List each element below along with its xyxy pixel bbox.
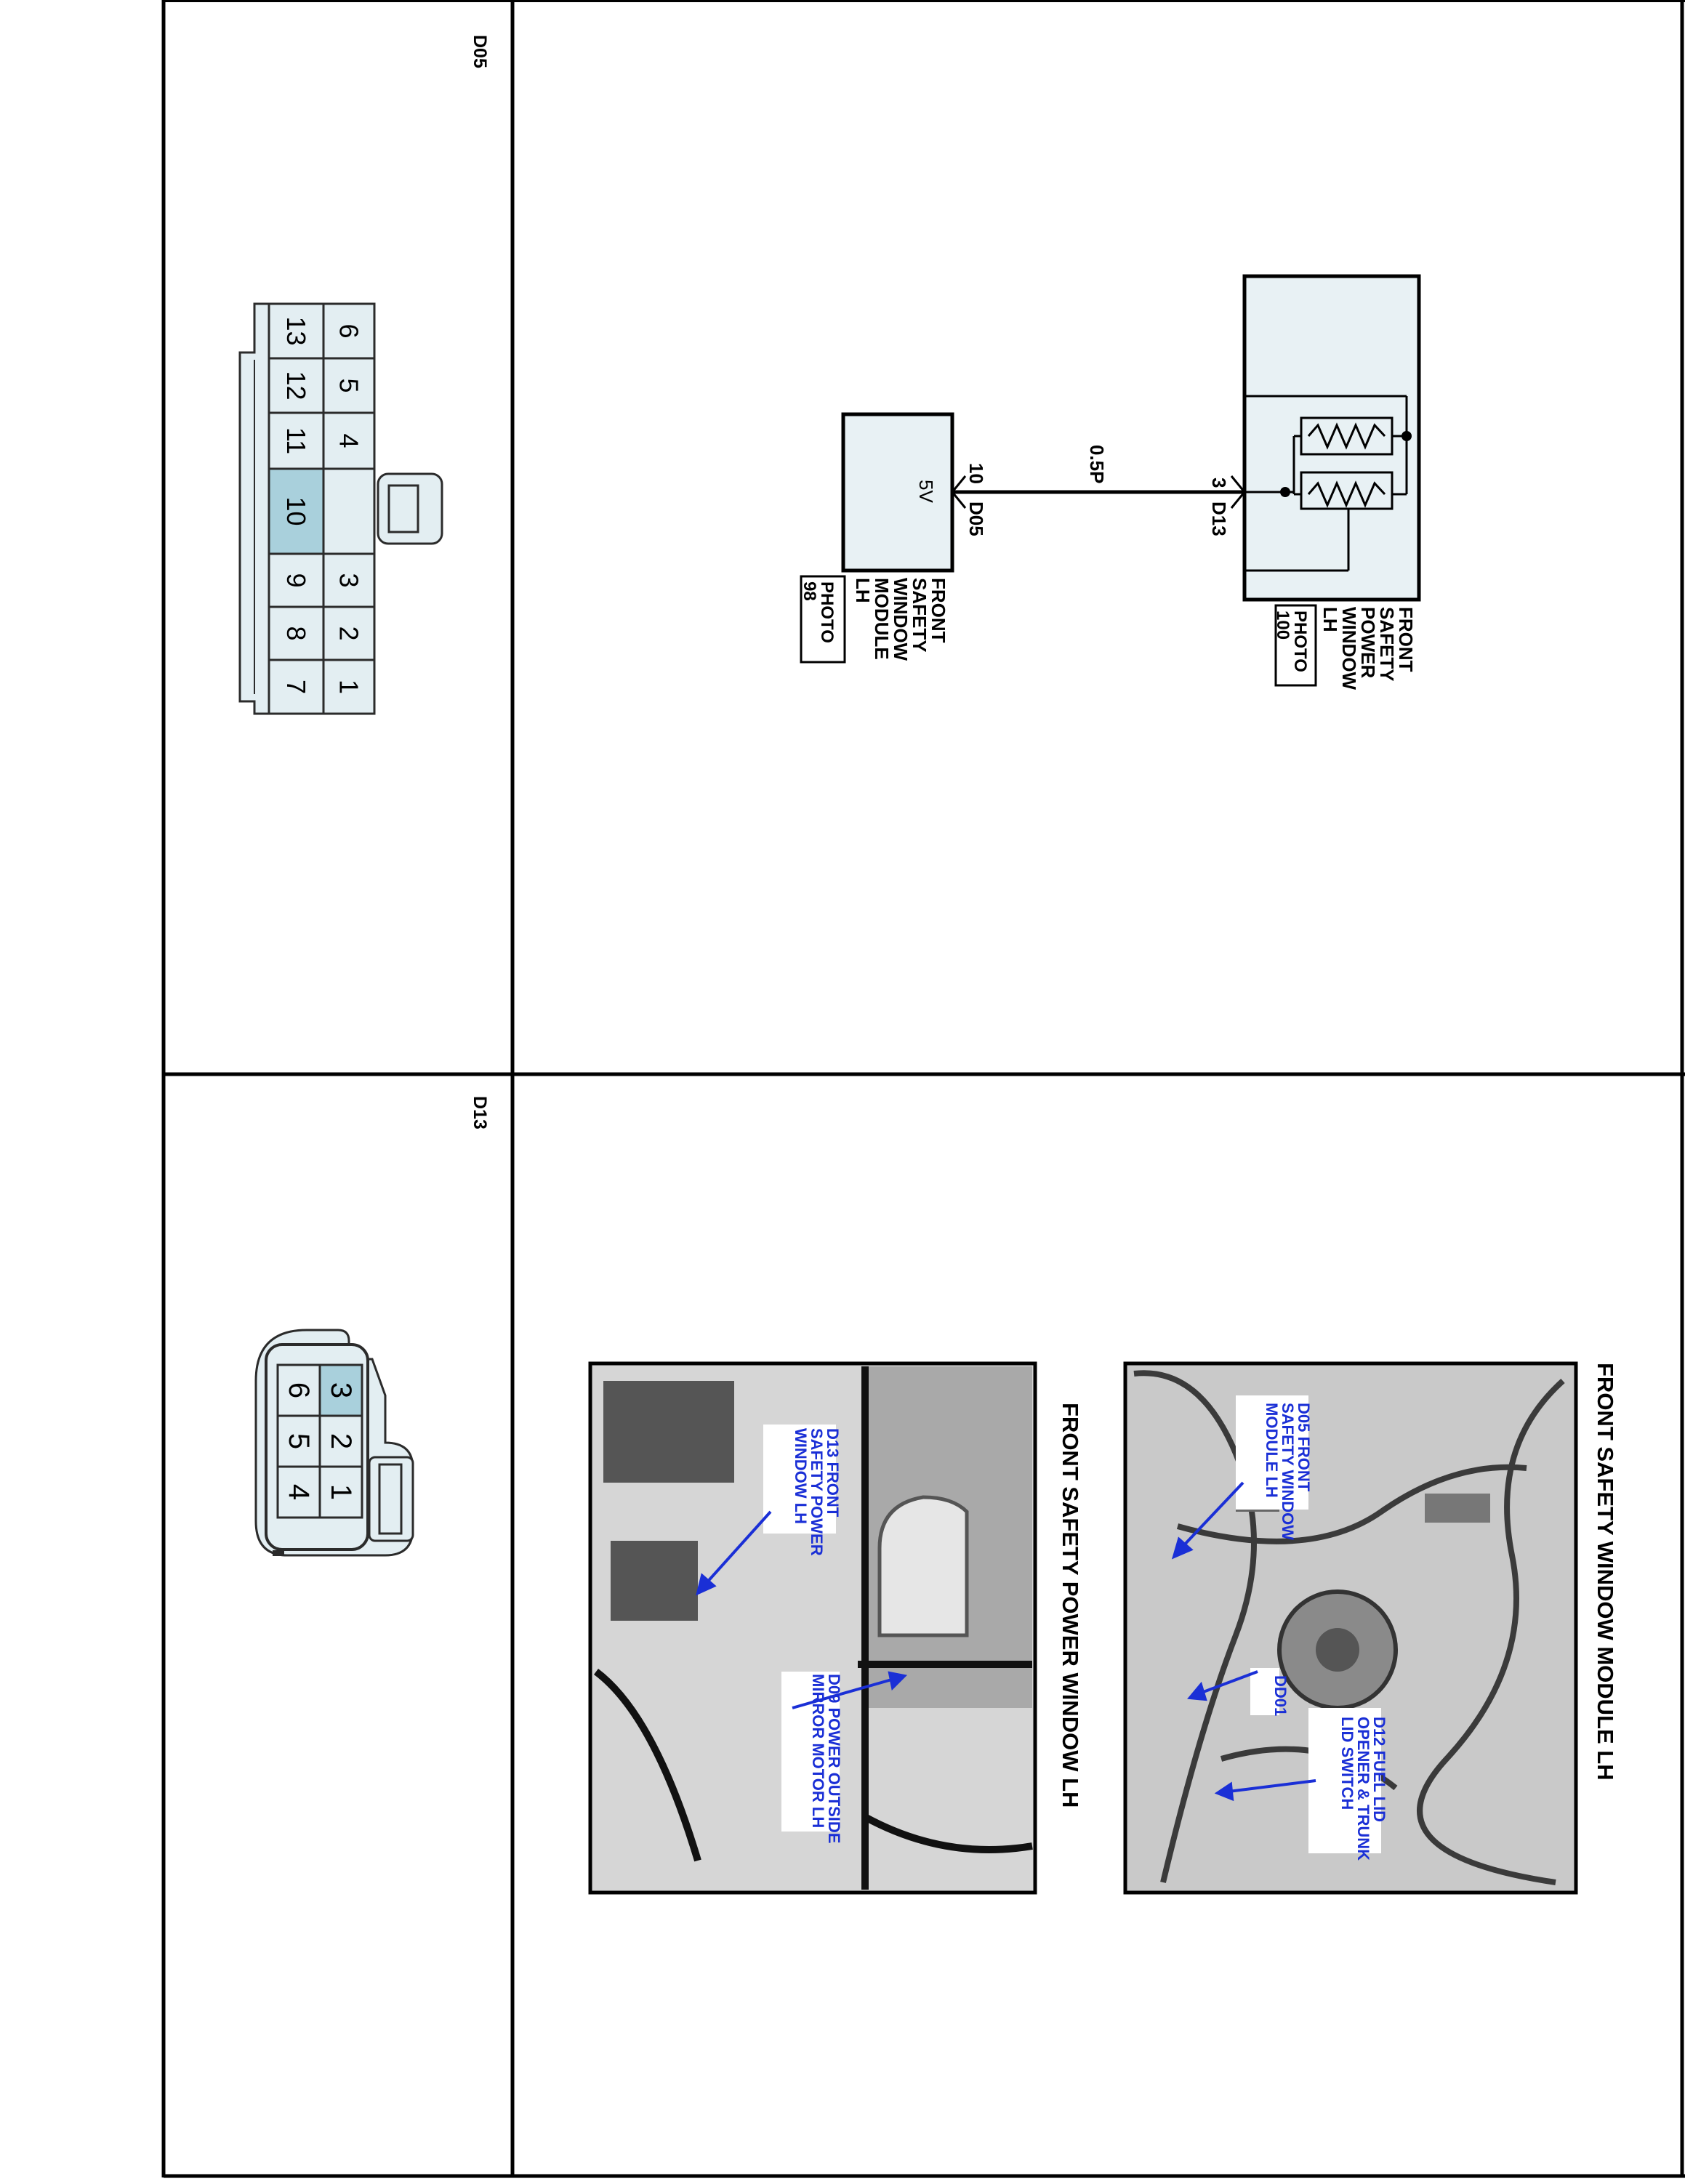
window-photo-panel: FRONT SAFETY POWER WINDOW LH D13 FRONT S… — [588, 1361, 1083, 1895]
callout-d12-line: OPENER & TRUNK — [1354, 1717, 1372, 1861]
d05-pin-cell — [268, 658, 325, 715]
d05-pin-number: 12 — [281, 371, 311, 400]
d13-pin-number: 6 — [283, 1382, 315, 1398]
d05-pin-connector: D05 — [965, 501, 987, 536]
d05-pin-number: 5 — [334, 378, 364, 392]
window-module-name-line: WINDOW — [890, 578, 912, 661]
callout-d05-line: SAFETY WINDOW — [1279, 1403, 1297, 1540]
module-photo-title: FRONT SAFETY WINDOW MODULE LH — [1593, 1363, 1618, 1781]
power-window-name: FRONT SAFETY POWER WINDOW LH — [1319, 607, 1417, 690]
d05-pin-cell — [268, 605, 325, 661]
window-module-name-line: LH — [852, 578, 874, 603]
d13-pin-arrow — [1230, 475, 1246, 509]
d05-pin-number: 2 — [334, 626, 364, 640]
d05-pin-number: 8 — [281, 626, 311, 640]
power-window-name-line: SAFETY — [1376, 607, 1398, 682]
d13-pin-number: 3 — [1208, 478, 1230, 488]
callout-d12-line: D12 FUEL LID — [1370, 1717, 1388, 1822]
power-window-photo-label: PHOTO — [1290, 611, 1310, 672]
d05-pin-cell — [322, 658, 376, 715]
window-module-box — [841, 412, 954, 573]
d05-pin-cell — [268, 357, 325, 414]
callout-d05-line: D05 FRONT — [1295, 1403, 1313, 1492]
d13-pin-cell — [276, 1363, 321, 1417]
d13-pin-cell — [318, 1363, 363, 1417]
d13-pin-number: 1 — [325, 1484, 357, 1500]
callout-d13-line: SAFETY POWER — [808, 1428, 826, 1556]
d05-pin-number: 13 — [281, 316, 311, 345]
window-photo-title: FRONT SAFETY POWER WINDOW LH — [1058, 1403, 1083, 1808]
callout-dd01: DD01 — [1271, 1675, 1290, 1716]
d05-pin-number: 7 — [281, 680, 311, 694]
power-window-name-line: LH — [1319, 607, 1341, 632]
d13-pin-number: 3 — [325, 1382, 357, 1398]
d05-pin-number: 10 — [965, 463, 987, 484]
schematic-wire: 0.5P 3 D13 10 D05 — [951, 445, 1246, 536]
window-module-photo-number: 98 — [800, 581, 819, 601]
d05-pin-number: 4 — [334, 433, 364, 448]
d13-connector: 3 2 1 6 5 4 — [254, 1329, 414, 1557]
d05-pin-number: 3 — [334, 573, 364, 587]
d05-pin-number: 1 — [334, 680, 364, 694]
power-window-photo-number: 100 — [1273, 611, 1292, 640]
window-module-name-line: SAFETY — [909, 578, 930, 653]
window-module-photo-label: PHOTO — [817, 581, 837, 643]
power-window-name-line: WINDOW — [1338, 607, 1360, 690]
d05-pin-number: 10 — [281, 496, 311, 525]
window-module-name-line: MODULE — [871, 578, 893, 660]
callout-d05-line: MODULE LH — [1263, 1403, 1281, 1498]
power-window-name-line: POWER — [1357, 607, 1379, 678]
window-module-voltage: 5V — [915, 480, 937, 503]
window-module-name: FRONT SAFETY WINDOW MODULE LH — [852, 578, 949, 661]
d13-pin-number: 5 — [283, 1433, 315, 1449]
window-module-name-line: FRONT — [928, 578, 949, 643]
d13-connector-label: D13 — [470, 1096, 490, 1129]
d05-pin-number: 6 — [334, 323, 364, 338]
callout-d12-line: LID SWITCH — [1338, 1717, 1356, 1810]
d05-pin-cell — [322, 552, 376, 608]
d05-connector-label: D05 — [470, 35, 490, 68]
window-module-photo-box — [800, 575, 846, 664]
window-module-component: 5V FRONT SAFETY WINDOW MODULE LH PHOTO 9… — [800, 412, 954, 664]
d13-pin-number: 2 — [325, 1433, 357, 1449]
callout-d13-line: WINDOW LH — [792, 1428, 810, 1524]
callout-d09-line: D09 POWER OUTSIDE — [825, 1674, 843, 1843]
callout-d13-line: D13 FRONT — [824, 1428, 842, 1518]
d05-pin-cell — [322, 357, 376, 414]
power-window-name-line: FRONT — [1395, 607, 1417, 672]
callout-d09-line: MIRROR MOTOR LH — [809, 1674, 827, 1828]
d13-pin-cell — [318, 1414, 363, 1468]
d05-pin-number: 9 — [281, 573, 311, 587]
d13-pin-connector: D13 — [1208, 501, 1230, 536]
d05-pin-cell — [322, 411, 376, 470]
d05-pin-cell — [322, 302, 376, 360]
power-window-photo-box — [1274, 604, 1317, 687]
d13-pin-cell — [276, 1465, 321, 1519]
module-photo-panel: FRONT SAFETY WINDOW MODULE LH D05 FRONT … — [1123, 1361, 1618, 1895]
d05-connector: 6 5 4 3 2 1 13 12 11 10 9 8 7 — [238, 302, 443, 715]
d13-pin-number: 4 — [283, 1484, 315, 1500]
page-frame — [161, 0, 1685, 2178]
d05-pin-number: 11 — [281, 427, 311, 454]
power-window-component: FRONT SAFETY POWER WINDOW LH PHOTO 100 — [1242, 274, 1421, 690]
wire-color-label: 0.5P — [1086, 445, 1108, 484]
